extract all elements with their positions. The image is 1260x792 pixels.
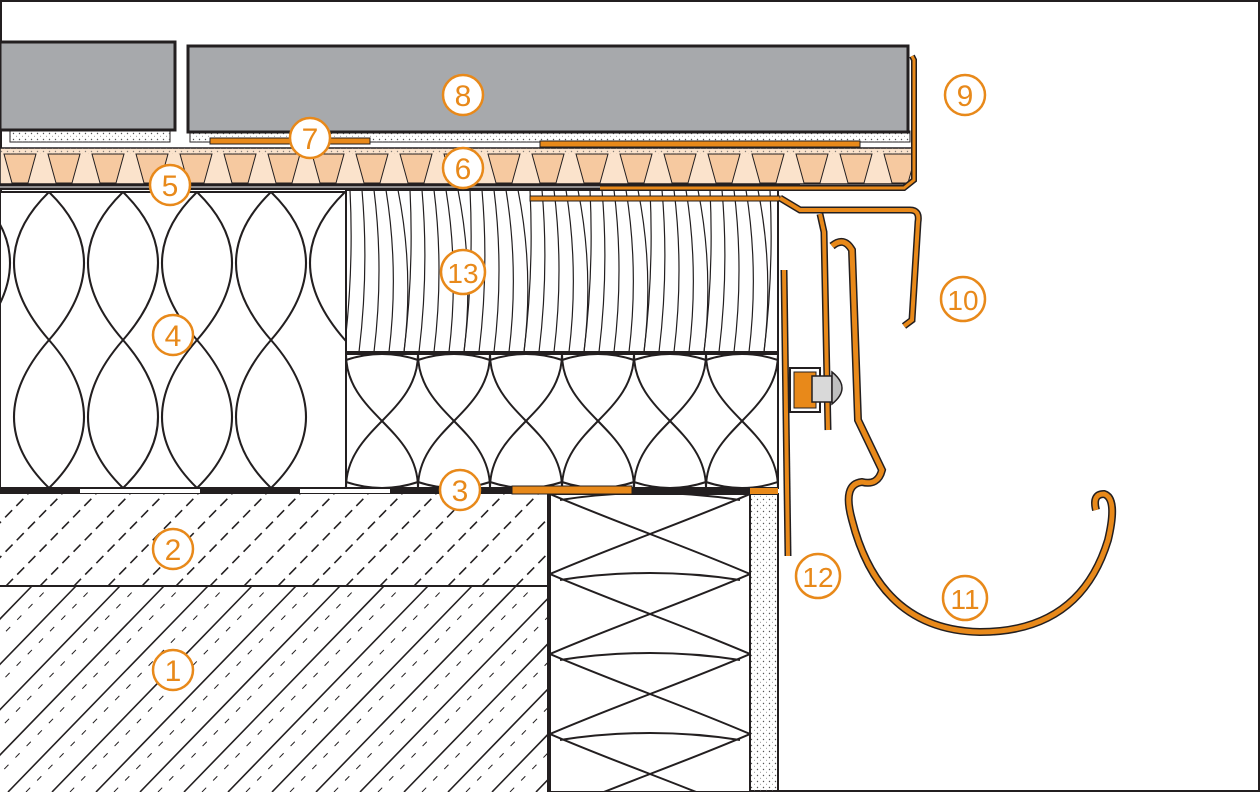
callout-2: 2 bbox=[151, 527, 195, 571]
callout-10: 10 bbox=[939, 275, 987, 323]
callout-8: 8 bbox=[441, 73, 485, 117]
callout-label: 8 bbox=[455, 80, 472, 113]
circled-number-icon bbox=[794, 552, 842, 600]
callout-6: 6 bbox=[441, 146, 485, 190]
callout-9: 9 bbox=[943, 73, 987, 117]
callout-5: 5 bbox=[148, 163, 192, 207]
callout-label: 12 bbox=[802, 562, 833, 593]
circled-number-icon bbox=[148, 163, 192, 207]
circled-number-icon bbox=[941, 574, 989, 622]
callout-1: 1 bbox=[151, 648, 195, 692]
circled-number-icon bbox=[288, 116, 332, 160]
circled-number-icon bbox=[151, 527, 195, 571]
callout-label: 10 bbox=[947, 285, 978, 316]
callout-label: 5 bbox=[162, 170, 179, 203]
circled-number-icon bbox=[151, 648, 195, 692]
callout-4: 4 bbox=[151, 313, 195, 357]
callout-13: 13 bbox=[439, 248, 487, 296]
circled-number-icon bbox=[151, 313, 195, 357]
floor-tiles bbox=[0, 40, 910, 134]
drip-profile bbox=[778, 194, 922, 431]
callout-label: 13 bbox=[447, 258, 478, 289]
circled-number-icon bbox=[441, 146, 485, 190]
timber-edge-board bbox=[345, 189, 779, 489]
callout-7: 7 bbox=[288, 116, 332, 160]
circled-number-icon bbox=[441, 73, 485, 117]
callout-label: 7 bbox=[302, 123, 319, 156]
callout-3: 3 bbox=[438, 468, 482, 512]
callout-label: 9 bbox=[957, 80, 974, 113]
circled-number-icon bbox=[438, 468, 482, 512]
circled-number-icon bbox=[943, 73, 987, 117]
callout-label: 3 bbox=[452, 475, 469, 508]
callout-label: 4 bbox=[165, 320, 182, 353]
callout-label: 2 bbox=[165, 534, 182, 567]
circled-number-icon bbox=[439, 248, 487, 296]
edge-profile bbox=[600, 54, 917, 191]
callout-label: 11 bbox=[950, 584, 979, 615]
callout-11: 11 bbox=[941, 574, 989, 622]
concrete-slab bbox=[0, 494, 549, 792]
rain-gutter bbox=[829, 237, 1117, 637]
sealing-membrane bbox=[0, 485, 778, 495]
callout-label: 6 bbox=[455, 153, 472, 186]
callout-markers: 1 2 3 4 5 6 7 8 bbox=[148, 73, 989, 692]
callout-label: 1 bbox=[165, 655, 182, 688]
callout-12: 12 bbox=[794, 552, 842, 600]
circled-number-icon bbox=[939, 275, 987, 323]
fascia-profile bbox=[780, 269, 843, 557]
wall-insulation bbox=[549, 493, 779, 792]
